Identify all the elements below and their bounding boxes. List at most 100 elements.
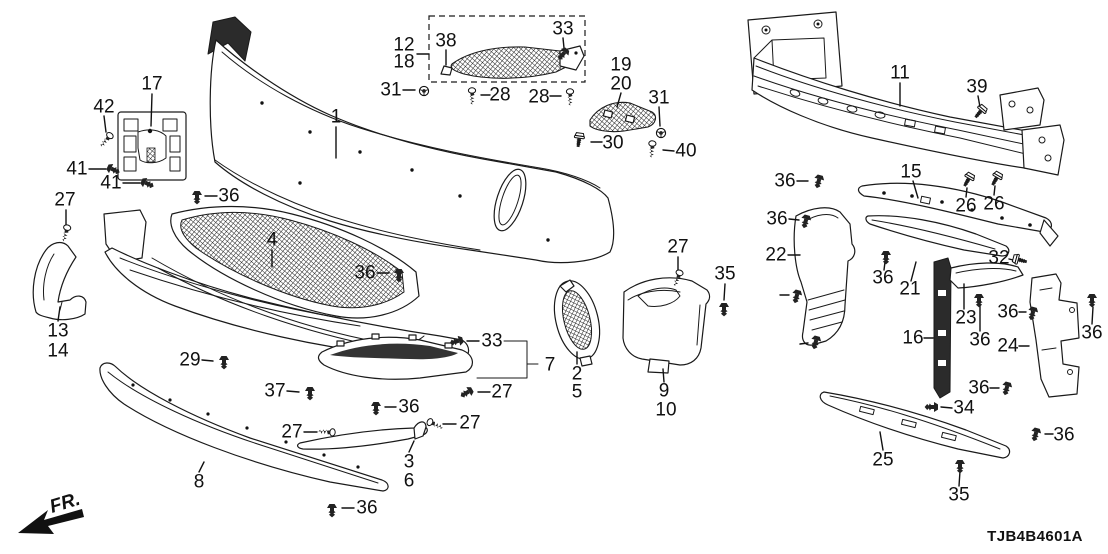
callout-33: 33 (552, 19, 573, 40)
callout-32: 32 (988, 248, 1009, 269)
screw-fastener-icon (467, 87, 477, 106)
leader-line (799, 342, 809, 345)
callout-27: 27 (667, 237, 688, 258)
callout-15: 15 (900, 162, 921, 183)
callout-27: 27 (54, 190, 75, 211)
part-3-6-molding-strip (297, 421, 428, 450)
callout-36: 36 (997, 302, 1018, 323)
nut-fastener-icon (418, 85, 430, 97)
callout-25: 25 (872, 450, 893, 471)
leader-line (562, 37, 565, 49)
leader-line (408, 440, 415, 453)
callout-10: 10 (655, 400, 676, 421)
leader-line (879, 431, 884, 451)
fr-arrow-icon (18, 509, 84, 534)
bolt-fastener-icon (572, 131, 586, 149)
leader-lines (57, 37, 1094, 509)
callout-17: 17 (141, 74, 162, 95)
clip-fastener-icon (1087, 294, 1097, 308)
callout-16: 16 (902, 328, 923, 349)
callout-24: 24 (997, 336, 1019, 357)
callout-36: 36 (356, 498, 377, 519)
clip-fastener-icon (1028, 426, 1043, 443)
leader-line (1091, 306, 1094, 325)
callout-35: 35 (948, 485, 969, 506)
callout-36: 36 (218, 186, 239, 207)
leader-line (198, 461, 205, 473)
bolt-fastener-icon (1011, 252, 1029, 268)
bolt-fastener-icon (987, 169, 1005, 189)
callout-9: 9 (659, 381, 670, 402)
screw-fastener-icon (425, 417, 445, 432)
leader-line (912, 180, 919, 199)
callout-18: 18 (393, 52, 414, 73)
clip-fastener-icon (955, 460, 965, 474)
callout-22: 22 (765, 245, 786, 266)
callout-6: 6 (404, 471, 415, 492)
part-22-side-deflector (793, 207, 856, 346)
clip-fastener-icon (305, 387, 315, 401)
callout-8: 8 (194, 472, 205, 493)
leader-line (286, 390, 300, 393)
part-7-garnish-strip (317, 333, 473, 380)
callout-36: 36 (968, 378, 989, 399)
callout-36: 36 (774, 171, 795, 192)
callout-19: 19 (610, 55, 631, 76)
part-lower-bumper-garnish (103, 209, 470, 361)
callout-30: 30 (602, 133, 623, 154)
callout-27: 27 (491, 382, 512, 403)
leader-line (662, 149, 675, 152)
clip-fastener-icon (219, 356, 229, 370)
callout-12: 12 (393, 35, 414, 56)
clip-fastener-icon (881, 251, 891, 265)
clip-fastener-icon (811, 173, 826, 190)
callout-41: 41 (66, 159, 87, 180)
leader-line (658, 106, 661, 127)
callout-37: 37 (264, 381, 285, 402)
part-13-14-side-bracket (32, 241, 87, 321)
callout-28: 28 (489, 85, 510, 106)
callout-4: 4 (267, 230, 278, 251)
screw-fastener-icon (59, 223, 72, 243)
fr-direction-indicator: FR. (18, 489, 84, 534)
callout-36: 36 (354, 263, 375, 284)
clip-fastener-icon (458, 385, 475, 401)
callout-20: 20 (610, 74, 631, 95)
callout-2: 2 (572, 364, 583, 385)
callout-31: 31 (648, 88, 669, 109)
bolt-fastener-icon (971, 102, 989, 122)
callout-39: 39 (966, 77, 987, 98)
leader-line (201, 359, 214, 362)
leader-line (958, 470, 961, 487)
part-21-lower-bar (865, 215, 1010, 257)
part-11-bumper-beam (747, 11, 1065, 176)
callout-27: 27 (459, 413, 480, 434)
part-9-10-fog-bracket (622, 277, 711, 374)
callout-36: 36 (398, 397, 419, 418)
clip-fastener-icon (192, 191, 202, 205)
clip-fastener-icon (327, 504, 337, 518)
screw-fastener-icon (97, 130, 115, 150)
part-25-air-guide (819, 391, 1011, 459)
bolt-fastener-icon (959, 170, 977, 190)
leader-line (723, 283, 726, 301)
callout-14: 14 (47, 341, 69, 362)
callout-36: 36 (766, 209, 787, 230)
leader-line (616, 92, 622, 108)
leader-line (993, 185, 996, 196)
part-19-20-bracket (589, 101, 657, 133)
screw-fastener-icon (647, 140, 657, 159)
callout-23: 23 (955, 308, 976, 329)
bracket-7-lines (476, 340, 539, 379)
callout-21: 21 (899, 279, 920, 300)
part-2-5-fog-garnish (553, 279, 601, 367)
callout-28: 28 (528, 87, 549, 108)
callout-38: 38 (435, 31, 456, 52)
callout-42: 42 (93, 97, 114, 118)
leader-line (57, 306, 61, 322)
nut-fastener-icon (655, 127, 667, 139)
callout-36: 36 (969, 330, 990, 351)
clip-fastener-icon (974, 294, 984, 308)
callout-11: 11 (890, 63, 910, 84)
